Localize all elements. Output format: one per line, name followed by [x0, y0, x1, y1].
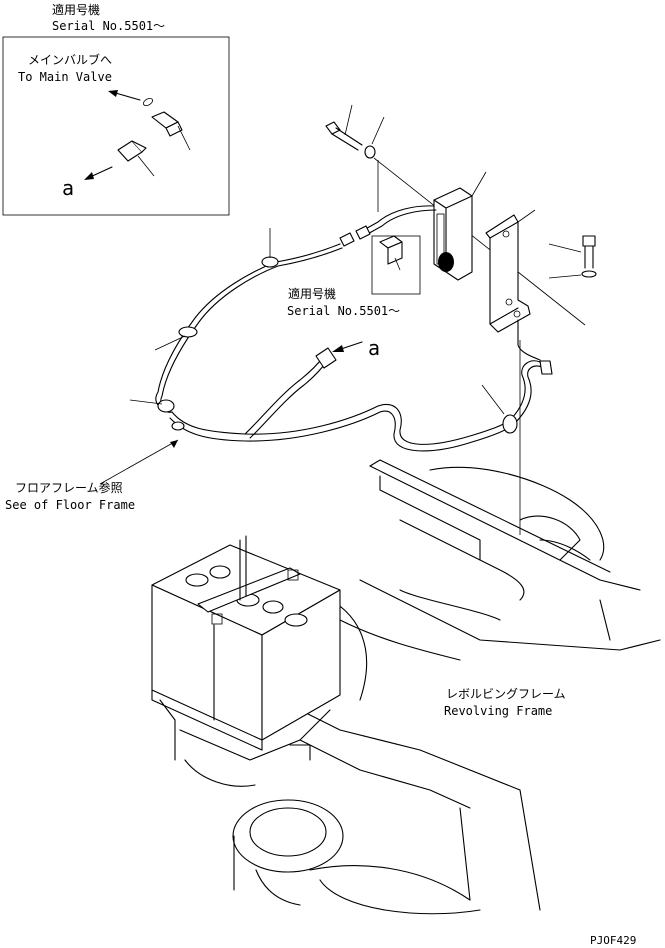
washer-icon	[364, 116, 385, 159]
battery-icon	[151, 535, 341, 787]
bracket-icon	[485, 209, 536, 333]
controller-box-icon	[433, 171, 487, 281]
inset-main-valve-en: To Main Valve	[18, 70, 112, 84]
wiring-harness	[129, 205, 553, 452]
right-washer-icon	[548, 270, 597, 279]
relay-connector-icon	[371, 235, 421, 295]
revolving-frame-en: Revolving Frame	[444, 704, 552, 718]
floor-frame-callout: フロアフレーム参照 See of Floor Frame	[5, 439, 179, 512]
revolving-frame-drawing	[299, 459, 661, 915]
right-bolt-icon	[548, 235, 596, 269]
o-ring-icon	[143, 97, 153, 107]
floor-frame-en: See of Floor Frame	[5, 498, 135, 512]
revolving-frame-jp: レボルビングフレーム	[446, 687, 566, 701]
callout-serial-jp: 適用号機	[288, 286, 336, 301]
arrow-a-callout: a	[332, 336, 380, 360]
bolt-icon	[325, 104, 363, 151]
header-serial-jp: 適用号機	[52, 2, 100, 17]
header-serial-en: Serial No.5501～	[52, 19, 165, 33]
inset-label-a: a	[62, 176, 74, 200]
swing-bearing-icon	[232, 799, 344, 906]
arrow-label-a: a	[368, 336, 380, 360]
callout-serial-en: Serial No.5501～	[287, 304, 400, 318]
floor-frame-jp: フロアフレーム参照	[15, 480, 123, 495]
inset-box: メインバルブへ To Main Valve a	[2, 36, 230, 216]
sensor-icon	[151, 111, 191, 151]
inset-connector-icon	[117, 140, 155, 177]
drawing-code: PJOF429	[590, 934, 636, 947]
inset-main-valve-jp: メインバルブへ	[28, 52, 112, 67]
inset-arrow-head	[108, 90, 118, 97]
